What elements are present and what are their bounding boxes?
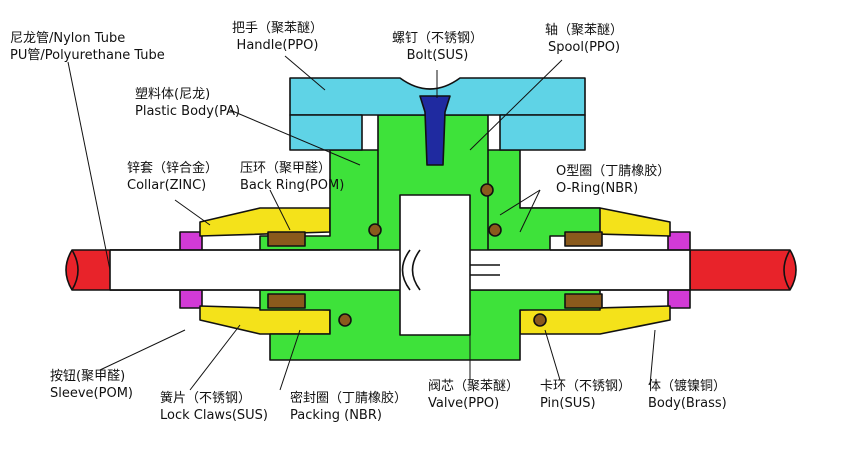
left-sleeve	[179, 231, 203, 253]
handle-skirt-right	[499, 114, 586, 151]
left-tube-inner	[71, 249, 79, 291]
right-sleeve-bottom	[667, 287, 691, 309]
leader-lines	[67, 55, 656, 391]
label-back-ring: 压环（聚甲醛） Back Ring(POM)	[240, 160, 344, 194]
valve-core-detail	[401, 249, 500, 291]
label-body-brass-en: Body(Brass)	[648, 396, 727, 411]
label-tube-en: PU管/Polyurethane Tube	[10, 48, 165, 63]
label-collar-en: Collar(ZINC)	[127, 178, 207, 193]
right-packing	[564, 231, 603, 247]
left-packing-bottom	[267, 293, 306, 309]
label-spool-en: Spool(PPO)	[547, 40, 621, 55]
label-handle-cn: 把手（聚苯醚）	[232, 21, 324, 36]
label-plastic-body-en: Plastic Body(PA)	[135, 104, 241, 119]
label-lock-claws: 簧片（不锈钢） Lock Claws(SUS)	[160, 390, 268, 424]
label-plastic-body: 塑料体(尼龙) Plastic Body(PA)	[135, 86, 240, 120]
oring-right-bottom	[533, 313, 547, 327]
left-sleeve-bottom	[179, 287, 203, 309]
oring-right-top	[488, 223, 502, 237]
right-sleeve	[667, 231, 691, 253]
label-packing: 密封圈（丁腈橡胶） Packing (NBR)	[290, 390, 407, 424]
oring-left-bottom	[338, 313, 352, 327]
label-sleeve: 按钮(聚甲醛) Sleeve(POM)	[50, 368, 133, 402]
label-packing-en: Packing (NBR)	[290, 408, 382, 423]
label-sleeve-en: Sleeve(POM)	[50, 386, 133, 401]
left-tube-inner-wall	[110, 249, 690, 291]
label-tube: 尼龙管/Nylon Tube PU管/Polyurethane Tube	[10, 30, 165, 64]
label-plastic-body-cn: 塑料体(尼龙)	[135, 87, 211, 102]
label-pin-cn: 卡环（不锈钢）	[540, 379, 632, 394]
label-oring-en: O-Ring(NBR)	[556, 181, 639, 196]
label-lock-claws-en: Lock Claws(SUS)	[160, 408, 268, 423]
label-bolt: 螺钉（不锈钢） Bolt(SUS)	[392, 30, 483, 64]
right-tube-end	[783, 249, 791, 291]
label-oring: O型圈（丁腈橡胶） O-Ring(NBR)	[556, 163, 670, 197]
label-body-brass-cn: 体（镀镍铜）	[648, 379, 727, 394]
label-body-brass: 体（镀镍铜） Body(Brass)	[648, 378, 727, 412]
oring-left-top	[368, 223, 382, 237]
left-collar	[199, 207, 331, 237]
label-collar-cn: 锌套（锌合金）	[127, 161, 219, 176]
label-valve-cn: 阀芯（聚苯醚）	[428, 379, 520, 394]
left-packing	[267, 231, 306, 247]
label-back-ring-en: Back Ring(POM)	[240, 178, 345, 193]
label-handle-en: Handle(PPO)	[236, 38, 319, 53]
label-pin-en: Pin(SUS)	[540, 396, 596, 411]
label-lock-claws-cn: 簧片（不锈钢）	[160, 391, 252, 406]
right-packing-bottom	[564, 293, 603, 309]
label-bolt-cn: 螺钉（不锈钢）	[392, 31, 484, 46]
label-packing-cn: 密封圈（丁腈橡胶）	[290, 391, 408, 406]
label-spool: 轴（聚苯醚） Spool(PPO)	[545, 22, 623, 56]
label-spool-cn: 轴（聚苯醚）	[545, 23, 624, 38]
handle-skirt-left	[289, 114, 363, 151]
label-pin: 卡环（不锈钢） Pin(SUS)	[540, 378, 631, 412]
right-tube	[689, 249, 797, 291]
label-collar: 锌套（锌合金） Collar(ZINC)	[127, 160, 218, 194]
label-sleeve-cn: 按钮(聚甲醛)	[50, 369, 126, 384]
label-bolt-en: Bolt(SUS)	[406, 48, 469, 63]
label-valve-en: Valve(PPO)	[428, 396, 500, 411]
valve-core	[399, 194, 471, 336]
label-handle: 把手（聚苯醚） Handle(PPO)	[232, 20, 323, 54]
oring-spool-top	[480, 183, 494, 197]
label-valve: 阀芯（聚苯醚） Valve(PPO)	[428, 378, 519, 412]
label-back-ring-cn: 压环（聚甲醛）	[240, 161, 332, 176]
label-tube-cn: 尼龙管/Nylon Tube	[10, 31, 126, 46]
label-oring-cn: O型圈（丁腈橡胶）	[556, 164, 671, 179]
bolt	[419, 95, 451, 166]
